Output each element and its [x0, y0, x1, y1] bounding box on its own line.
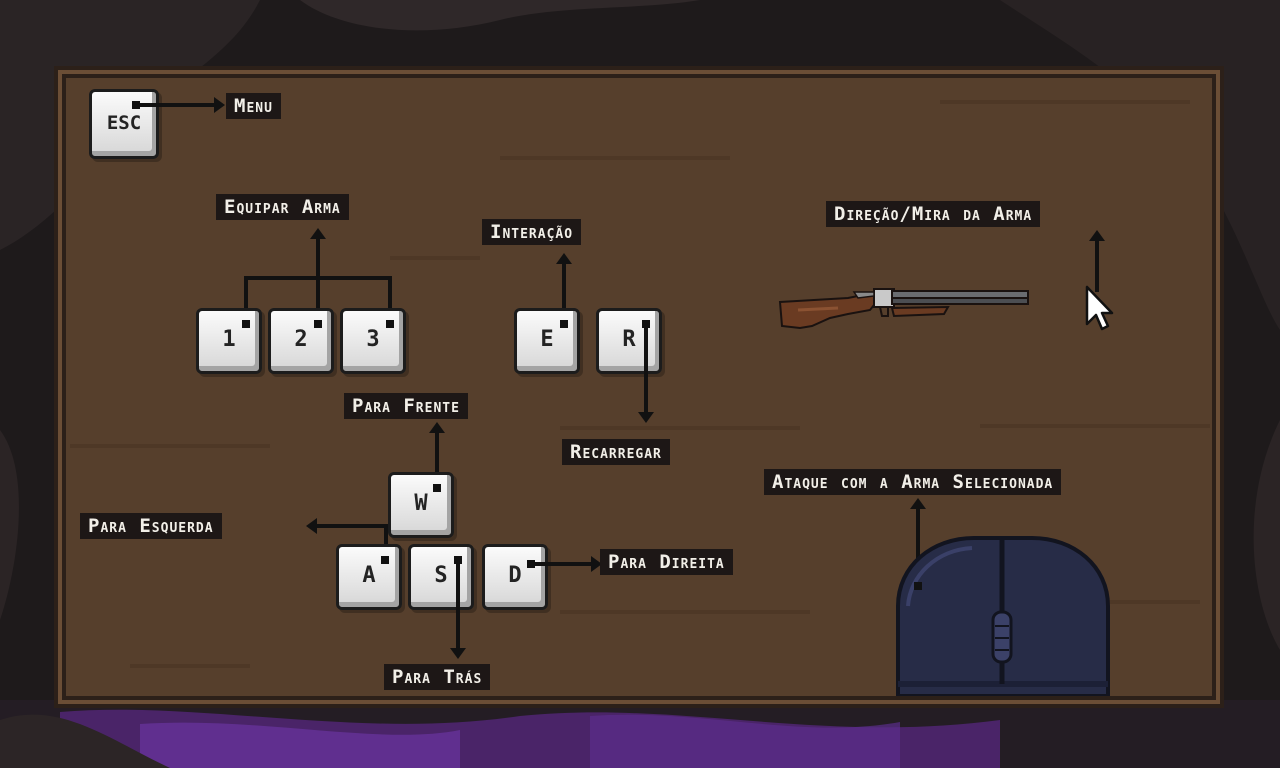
arrow-down-icon — [638, 412, 654, 423]
key-e[interactable]: E — [514, 308, 580, 374]
equip-weapon-label: Equipar Arma — [216, 194, 349, 220]
key-s[interactable]: S — [408, 544, 474, 610]
connector-line — [644, 324, 648, 414]
arrow-right-icon — [214, 97, 225, 113]
attack-label: Ataque com a Arma Selecionada — [764, 469, 1062, 495]
arrow-up-icon — [429, 422, 445, 433]
connector-line — [244, 276, 392, 280]
connector-line — [388, 276, 392, 324]
connector-line — [316, 524, 388, 528]
aim-label: Direção/Mira da Arma — [826, 201, 1041, 227]
key-r[interactable]: R — [596, 308, 662, 374]
key-2[interactable]: 2 — [268, 308, 334, 374]
wood-grain — [500, 156, 730, 160]
connector-dot — [242, 320, 250, 328]
arrow-down-icon — [450, 648, 466, 659]
wood-grain — [560, 610, 810, 614]
arrow-up-icon — [556, 253, 572, 264]
connector-line — [456, 560, 460, 650]
cursor-icon — [1085, 285, 1114, 331]
connector-line — [136, 103, 216, 107]
connector-line — [916, 506, 920, 588]
key-3[interactable]: 3 — [340, 308, 406, 374]
wood-grain — [940, 100, 1190, 104]
connector-dot — [433, 484, 441, 492]
wood-grain — [70, 444, 270, 448]
forward-label: Para Frente — [344, 393, 468, 419]
key-d[interactable]: D — [482, 544, 548, 610]
interaction-label: Interação — [482, 219, 582, 245]
connector-line — [316, 238, 320, 324]
connector-line — [244, 276, 248, 324]
reload-label: Recarregar — [562, 439, 670, 465]
connector-dot — [914, 582, 922, 590]
connector-dot — [381, 556, 389, 564]
connector-dot — [560, 320, 568, 328]
arrow-left-icon — [306, 518, 317, 534]
shotgun-icon — [778, 288, 1029, 330]
connector-line — [384, 524, 388, 560]
wood-grain — [560, 426, 800, 430]
wood-grain — [980, 424, 1210, 428]
connector-line — [1095, 240, 1099, 292]
connector-line — [562, 262, 566, 324]
arrow-right-icon — [591, 556, 602, 572]
key-1[interactable]: 1 — [196, 308, 262, 374]
menu-label: Menu — [226, 93, 281, 119]
esc-key[interactable]: ESC — [89, 89, 159, 159]
wood-grain — [390, 256, 480, 260]
mouse-icon[interactable] — [896, 536, 1110, 696]
key-a[interactable]: A — [336, 544, 402, 610]
right-label: Para Direita — [600, 549, 733, 575]
wood-grain — [130, 664, 250, 668]
connector-dot — [314, 320, 322, 328]
back-label: Para Trás — [384, 664, 491, 690]
arrow-up-icon — [310, 228, 326, 239]
connector-line — [435, 430, 439, 488]
arrow-up-icon — [910, 498, 926, 509]
arrow-up-icon — [1089, 230, 1105, 241]
left-label: Para Esquerda — [80, 513, 222, 539]
key-w[interactable]: W — [388, 472, 454, 538]
connector-line — [531, 562, 593, 566]
connector-dot — [386, 320, 394, 328]
